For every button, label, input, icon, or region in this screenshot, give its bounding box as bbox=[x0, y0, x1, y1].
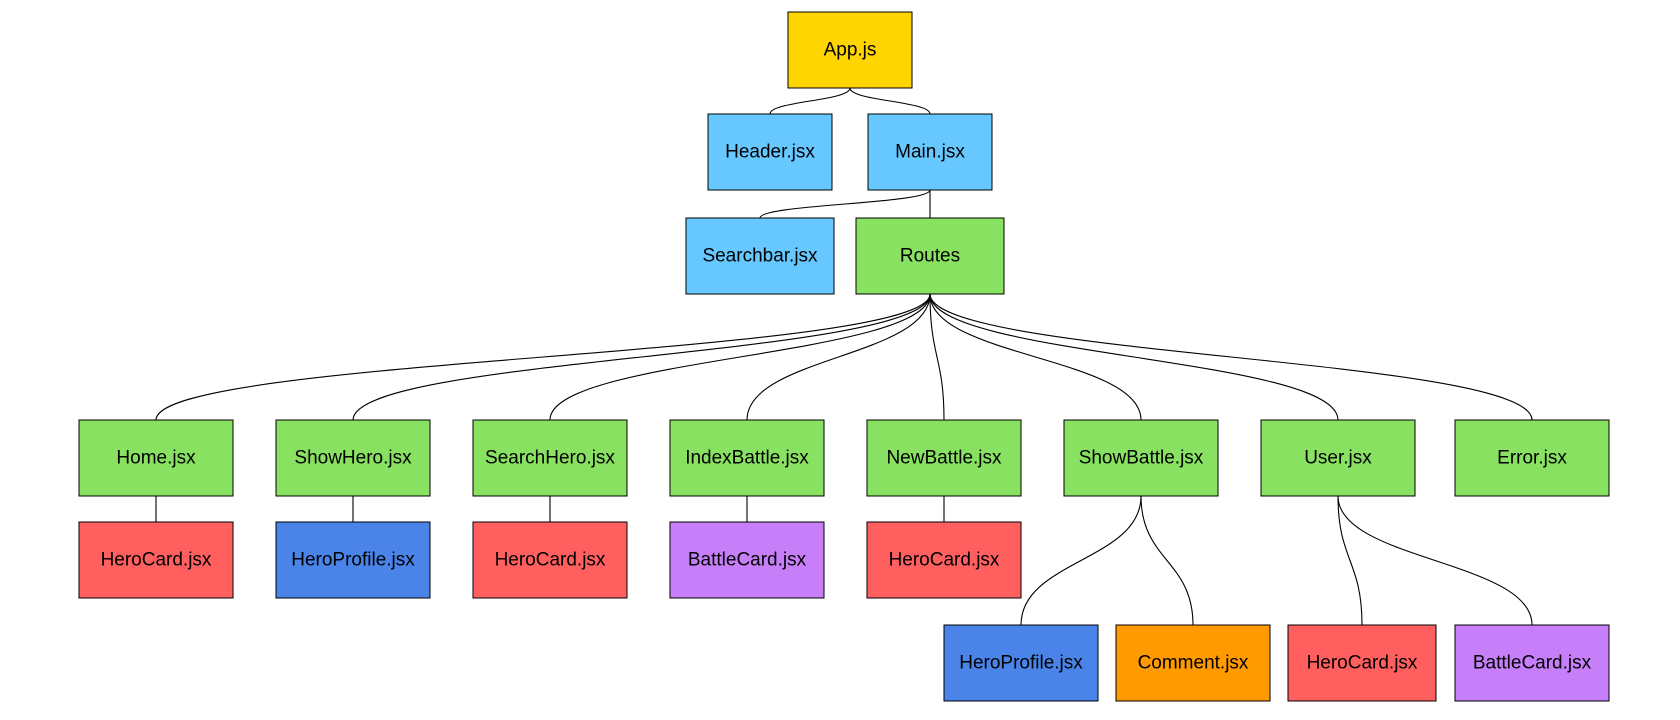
node-indexbattle: IndexBattle.jsx bbox=[669, 419, 825, 497]
edge-app-to-main bbox=[849, 87, 931, 115]
node-showhero_heroprofile: HeroProfile.jsx bbox=[275, 521, 431, 599]
node-label-newbattle: NewBattle.jsx bbox=[886, 448, 1002, 469]
edge-routes-to-user bbox=[929, 293, 1339, 421]
node-indexbattle_battlecard: BattleCard.jsx bbox=[669, 521, 825, 599]
node-user_herocard: HeroCard.jsx bbox=[1287, 624, 1437, 702]
node-newbattle_herocard: HeroCard.jsx bbox=[866, 521, 1022, 599]
node-user: User.jsx bbox=[1260, 419, 1416, 497]
edge-routes-to-newbattle bbox=[929, 293, 945, 421]
node-box-user_battlecard bbox=[1454, 624, 1610, 702]
edge-routes-to-showhero bbox=[352, 293, 931, 421]
edge-user-to-user_battlecard bbox=[1337, 495, 1533, 626]
node-label-searchhero: SearchHero.jsx bbox=[485, 448, 615, 469]
node-box-indexbattle_battlecard bbox=[669, 521, 825, 599]
edge-app-to-header bbox=[769, 87, 851, 115]
node-home_herocard: HeroCard.jsx bbox=[78, 521, 234, 599]
node-label-showhero: ShowHero.jsx bbox=[294, 448, 412, 469]
node-box-header bbox=[707, 113, 833, 191]
node-label-showbattle: ShowBattle.jsx bbox=[1079, 448, 1204, 469]
node-box-indexbattle bbox=[669, 419, 825, 497]
node-box-showbattle bbox=[1063, 419, 1219, 497]
node-main: Main.jsx bbox=[867, 113, 993, 191]
node-box-searchhero_herocard bbox=[472, 521, 628, 599]
node-label-app: App.js bbox=[824, 40, 877, 61]
edge-routes-to-home bbox=[155, 293, 931, 421]
node-box-searchbar bbox=[685, 217, 835, 295]
node-label-header: Header.jsx bbox=[725, 142, 815, 163]
edges-layer bbox=[155, 87, 1533, 626]
node-label-newbattle_herocard: HeroCard.jsx bbox=[889, 550, 1000, 571]
node-box-showbattle_comment bbox=[1115, 624, 1271, 702]
edge-showbattle-to-showbattle_comment bbox=[1140, 495, 1194, 626]
node-label-searchbar: Searchbar.jsx bbox=[702, 246, 818, 267]
node-label-error: Error.jsx bbox=[1497, 448, 1567, 469]
node-user_battlecard: BattleCard.jsx bbox=[1454, 624, 1610, 702]
node-label-routes: Routes bbox=[900, 246, 960, 267]
node-label-main: Main.jsx bbox=[895, 142, 965, 163]
node-showbattle_heroprofile: HeroProfile.jsx bbox=[943, 624, 1099, 702]
node-box-main bbox=[867, 113, 993, 191]
node-label-showbattle_comment: Comment.jsx bbox=[1138, 653, 1249, 674]
edge-user-to-user_herocard bbox=[1337, 495, 1363, 626]
edge-routes-to-showbattle bbox=[929, 293, 1142, 421]
edge-routes-to-error bbox=[929, 293, 1533, 421]
edge-routes-to-indexbattle bbox=[746, 293, 931, 421]
node-box-home bbox=[78, 419, 234, 497]
node-error: Error.jsx bbox=[1454, 419, 1610, 497]
node-box-routes bbox=[855, 217, 1005, 295]
node-label-home_herocard: HeroCard.jsx bbox=[101, 550, 212, 571]
node-searchhero_herocard: HeroCard.jsx bbox=[472, 521, 628, 599]
node-showbattle_comment: Comment.jsx bbox=[1115, 624, 1271, 702]
node-home: Home.jsx bbox=[78, 419, 234, 497]
node-label-user: User.jsx bbox=[1304, 448, 1372, 469]
node-box-newbattle bbox=[866, 419, 1022, 497]
node-showbattle: ShowBattle.jsx bbox=[1063, 419, 1219, 497]
node-routes: Routes bbox=[855, 217, 1005, 295]
node-searchhero: SearchHero.jsx bbox=[472, 419, 628, 497]
node-box-showhero_heroprofile bbox=[275, 521, 431, 599]
node-label-showbattle_heroprofile: HeroProfile.jsx bbox=[959, 653, 1083, 674]
node-label-showhero_heroprofile: HeroProfile.jsx bbox=[291, 550, 415, 571]
node-box-user_herocard bbox=[1287, 624, 1437, 702]
node-label-indexbattle_battlecard: BattleCard.jsx bbox=[688, 550, 807, 571]
node-box-showbattle_heroprofile bbox=[943, 624, 1099, 702]
node-box-error bbox=[1454, 419, 1610, 497]
node-box-home_herocard bbox=[78, 521, 234, 599]
node-label-indexbattle: IndexBattle.jsx bbox=[685, 448, 809, 469]
node-box-newbattle_herocard bbox=[866, 521, 1022, 599]
node-showhero: ShowHero.jsx bbox=[275, 419, 431, 497]
node-searchbar: Searchbar.jsx bbox=[685, 217, 835, 295]
node-label-home: Home.jsx bbox=[116, 448, 196, 469]
node-label-user_battlecard: BattleCard.jsx bbox=[1473, 653, 1592, 674]
node-newbattle: NewBattle.jsx bbox=[866, 419, 1022, 497]
node-label-searchhero_herocard: HeroCard.jsx bbox=[495, 550, 606, 571]
edge-main-to-searchbar bbox=[759, 189, 931, 219]
edge-showbattle-to-showbattle_heroprofile bbox=[1020, 495, 1142, 626]
node-box-app bbox=[787, 11, 913, 89]
node-box-showhero bbox=[275, 419, 431, 497]
node-header: Header.jsx bbox=[707, 113, 833, 191]
node-label-user_herocard: HeroCard.jsx bbox=[1307, 653, 1418, 674]
node-box-user bbox=[1260, 419, 1416, 497]
node-app: App.js bbox=[787, 11, 913, 89]
edge-routes-to-searchhero bbox=[549, 293, 931, 421]
node-box-searchhero bbox=[472, 419, 628, 497]
